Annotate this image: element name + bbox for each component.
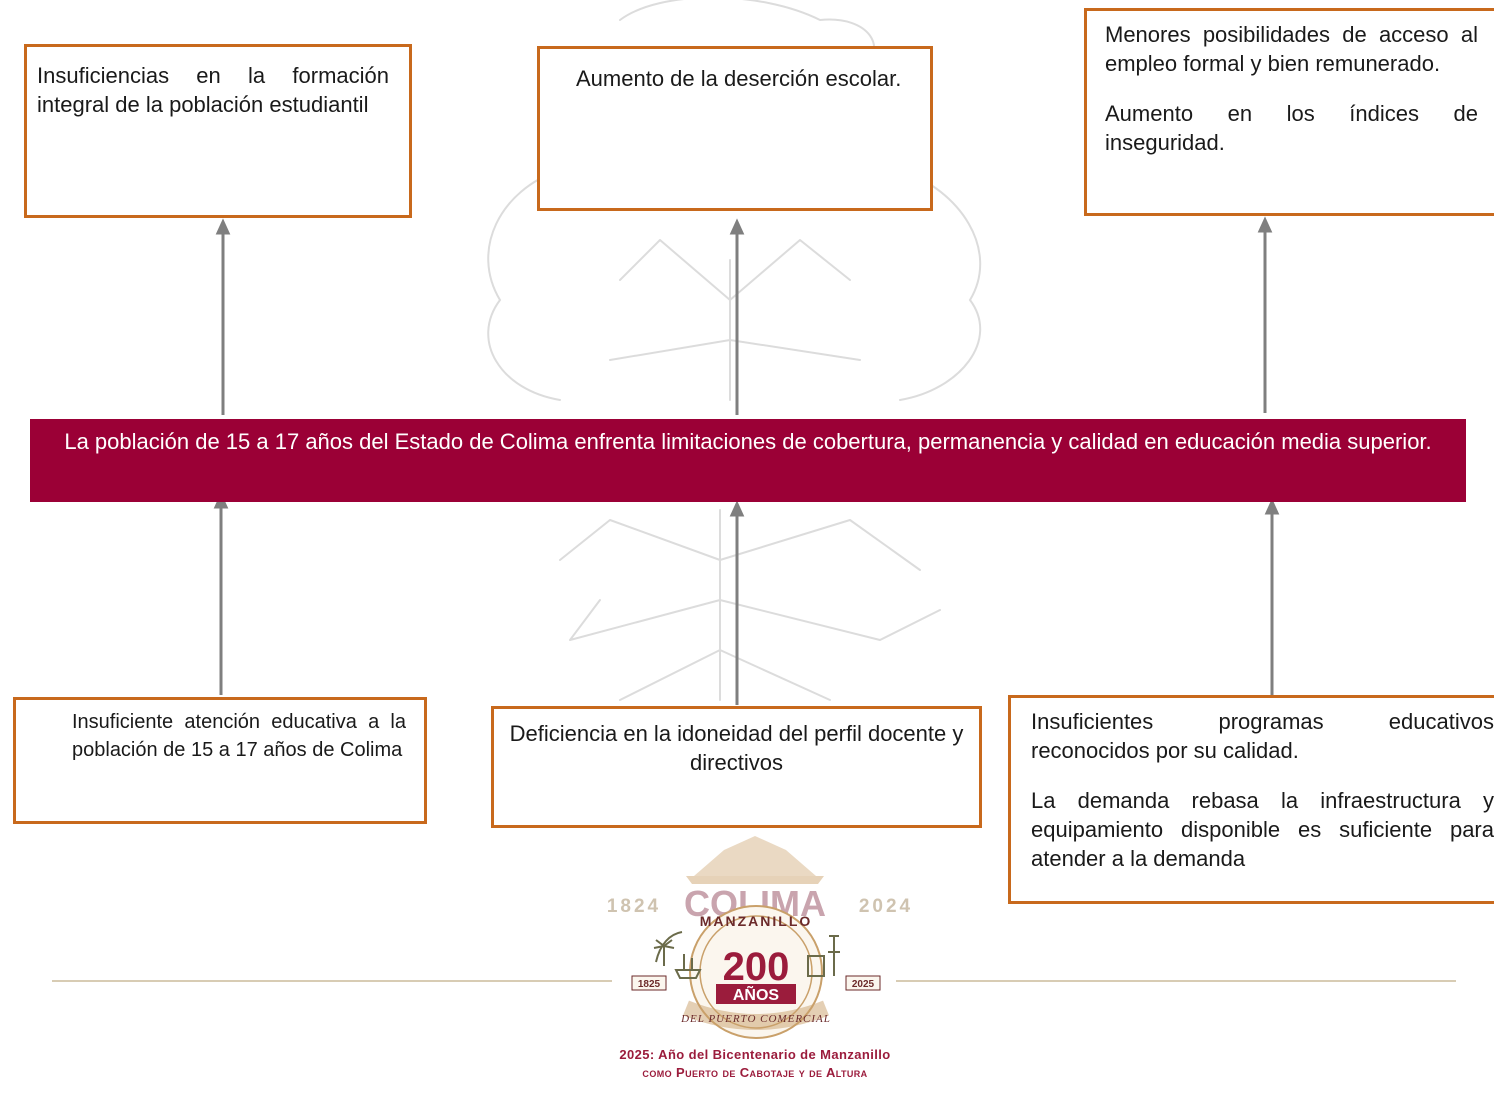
central-problem-text: La población de 15 a 17 años del Estado … xyxy=(64,429,1432,454)
effect-text: Insuficiencias en la formación integral … xyxy=(37,63,389,117)
effect-text: Menores posibilidades de acceso al emple… xyxy=(1105,22,1478,76)
bicentenario-seal: COLIMA 1824 2024 MANZANILLO 200 AÑOS 182… xyxy=(574,832,936,1093)
seal-caption-line-1: 2025: Año del Bicentenario de Manzanillo xyxy=(619,1047,891,1062)
footer-rule-left xyxy=(52,980,612,982)
badge-year-left: 1825 xyxy=(638,979,661,990)
badge-word: AÑOS xyxy=(733,984,780,1004)
cause-box-programas: Insuficientes programas educativos recon… xyxy=(1008,695,1494,904)
up-arrow-icon xyxy=(1264,498,1280,515)
cause-text: Insuficiente atención educativa a la pob… xyxy=(72,711,406,761)
cause-box-atencion: Insuficiente atención educativa a la pob… xyxy=(13,697,427,824)
badge-top-text: MANZANILLO xyxy=(700,913,813,929)
cause-text: La demanda rebasa la infraestructura y e… xyxy=(1031,788,1494,871)
badge-ribbon: DEL PUERTO COMERCIAL xyxy=(680,1013,831,1025)
badge-number: 200 xyxy=(723,945,790,989)
seal-emblem-icon: COLIMA 1824 2024 MANZANILLO 200 AÑOS 182… xyxy=(607,836,913,1039)
badge-year-right: 2025 xyxy=(852,979,875,990)
effect-text: Aumento de la deserción escolar. xyxy=(576,66,902,91)
up-arrow-icon xyxy=(729,218,745,235)
seal-year-right: 2024 xyxy=(859,896,913,917)
seal-year-left: 1824 xyxy=(607,896,661,917)
effect-box-formacion: Insuficiencias en la formación integral … xyxy=(24,44,412,218)
effect-text: Aumento en los índices de inseguridad. xyxy=(1105,101,1478,155)
central-problem: La población de 15 a 17 años del Estado … xyxy=(30,419,1466,502)
effect-box-desercion: Aumento de la deserción escolar. xyxy=(537,46,933,211)
seal-caption-line-2: como Puerto de Cabotaje y de Altura xyxy=(642,1065,868,1080)
up-arrow-icon xyxy=(1257,216,1273,233)
up-arrow-icon xyxy=(215,218,231,235)
cause-text: Insuficientes programas educativos recon… xyxy=(1031,709,1494,763)
cause-box-docente: Deficiencia en la idoneidad del perfil d… xyxy=(491,706,982,828)
effect-box-empleo: Menores posibilidades de acceso al emple… xyxy=(1084,8,1494,216)
footer-rule-right xyxy=(896,980,1456,982)
up-arrow-icon xyxy=(729,500,745,517)
cause-text: Deficiencia en la idoneidad del perfil d… xyxy=(509,721,964,775)
